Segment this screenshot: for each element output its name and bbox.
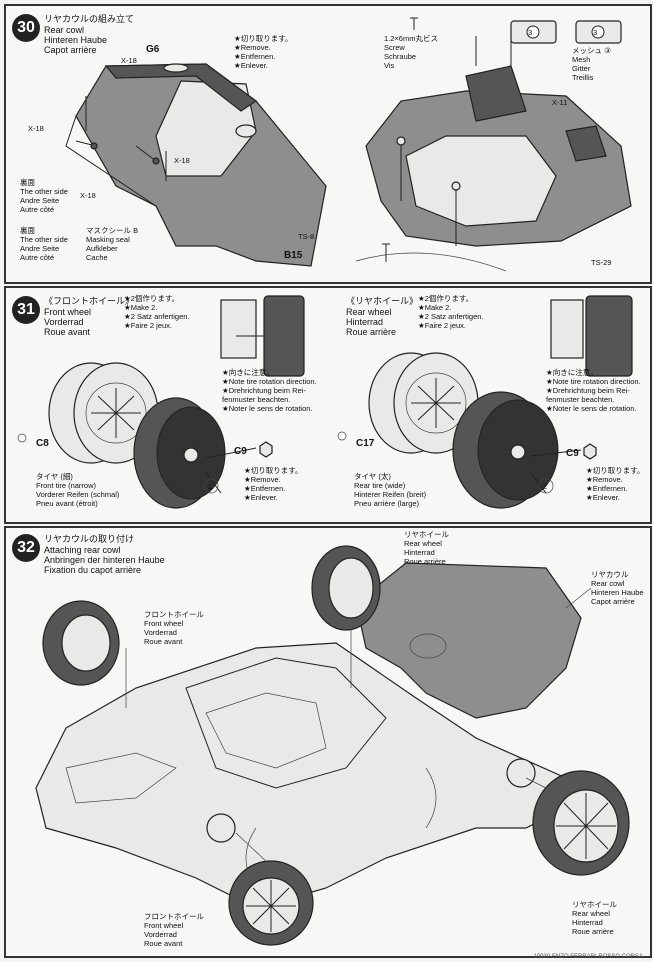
front-tire-note: タイヤ (細)Front tire (narrow) Vorderer Reif… (36, 472, 120, 508)
mesh-part-number: 3 (593, 28, 598, 37)
wheel-assembly-illustration (17, 295, 633, 509)
title-fr: Capot arrière (44, 45, 97, 55)
title-de: Hinteren Haube (44, 35, 108, 45)
step-30-panel: 30 リヤカウルの組み立て Rear cowl Hinteren Haube C… (4, 4, 652, 284)
title-ja: リヤカウルの組み立て (44, 14, 135, 24)
part-c17: C17 (356, 438, 375, 449)
g6-part (104, 63, 258, 112)
x18-label: X-18 (174, 156, 190, 165)
step-number: 32 (12, 534, 40, 562)
quantity-mark: 2 (543, 482, 548, 491)
step-title: リヤカウルの組み立て Rear cowl Hinteren Haube Capo… (44, 12, 134, 55)
rear-cowl-illustration (65, 17, 632, 272)
step-number: 31 (12, 296, 40, 324)
part-c9: C9 (234, 446, 247, 457)
car-assembly-illustration (35, 545, 630, 946)
rotation-note: ★向きに注意。★Note tire rotation direction. ★D… (546, 368, 641, 413)
make-two-note: ★2個作ります。★Make 2. ★2 Satz anfertigen.★Fai… (418, 294, 484, 330)
part-ts8: TS-8 (298, 232, 315, 241)
mesh-right (565, 125, 607, 162)
part-c8: C8 (36, 438, 49, 449)
remove-note: ★切り取ります。★Remove. ★Entfernen.★Enlever. (234, 34, 293, 70)
part-b15: B15 (284, 250, 303, 261)
page-footer: 10030 ENZO FERRARI ROSSO CORSA (533, 954, 643, 960)
x11-label: X-11 (552, 98, 568, 107)
x18-label: X-18 (121, 56, 137, 65)
title-en: Rear cowl (44, 25, 85, 35)
x18-label: X-18 (80, 191, 96, 200)
make-two-note: ★2個作ります。★Make 2. ★2 Satz anfertigen.★Fai… (124, 294, 190, 330)
rear-cowl (355, 562, 582, 719)
mesh-left (465, 65, 527, 122)
remove-note: ★切り取ります。★Remove. ★Entfernen.★Enlever. (586, 466, 645, 502)
rear-wheel-bottom (532, 770, 630, 876)
mesh-part-number: 3 (528, 28, 533, 37)
cockpit (185, 657, 387, 789)
quantity-mark: 2 (208, 482, 213, 491)
part-ts29: TS-29 (591, 258, 612, 267)
rear-tire-note: タイヤ (太)Rear tire (wide) Hinterer Reifen … (354, 472, 427, 508)
front-wheel-bottom (228, 860, 314, 946)
step-number: 30 (12, 14, 40, 42)
front-wheel-left (42, 600, 120, 686)
rotation-note: ★向きに注意。★Note tire rotation direction. ★D… (222, 368, 317, 413)
remove-note: ★切り取ります。★Remove. ★Entfernen.★Enlever. (244, 466, 303, 502)
part-c9: C9 (566, 448, 579, 459)
part-g6: G6 (146, 44, 160, 55)
x18-label: X-18 (28, 124, 44, 133)
rear-wheel-top (311, 545, 381, 631)
